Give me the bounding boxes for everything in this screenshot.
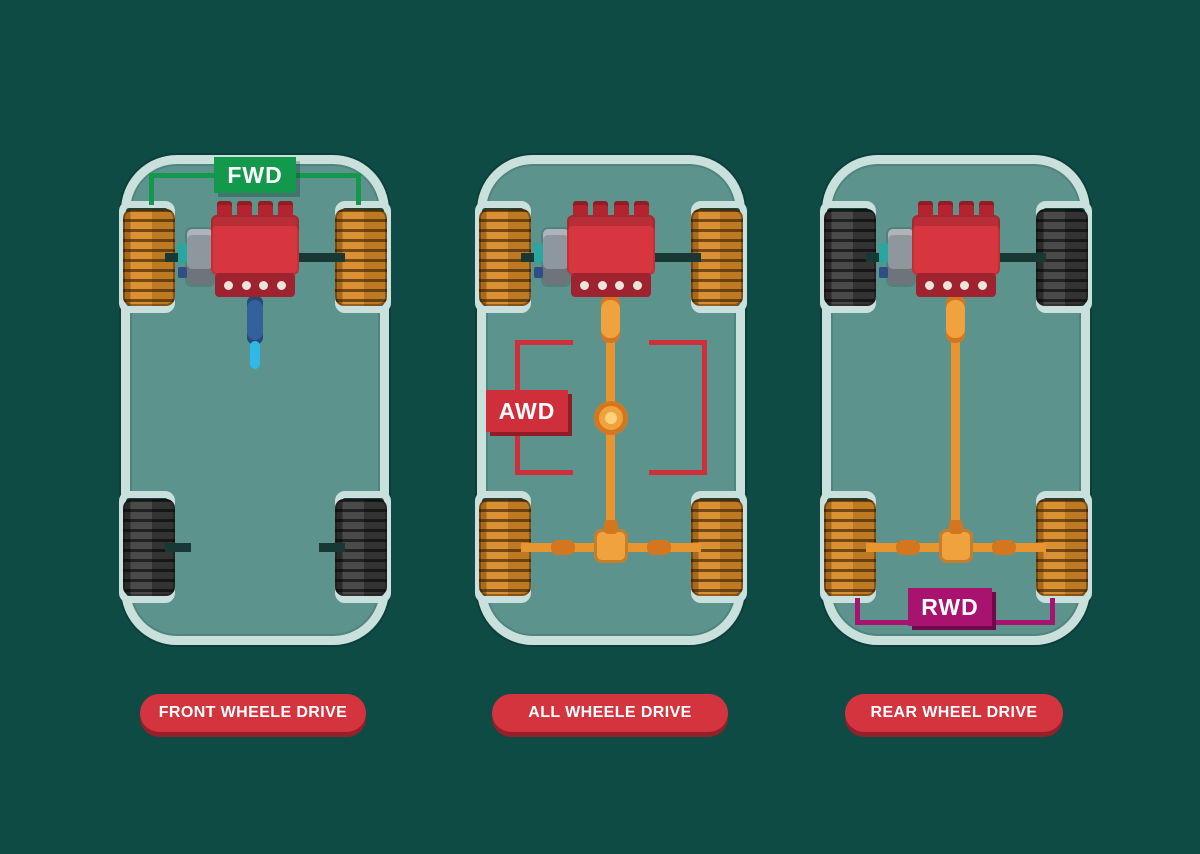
rear-axle-joint-right xyxy=(647,540,671,555)
fwd-bracket-line xyxy=(149,173,214,178)
driveshaft xyxy=(606,337,615,537)
awd-bracket-line xyxy=(702,340,707,475)
engine-manifold xyxy=(567,201,655,219)
caption-front-wheel-drive: FRONT WHEELE DRIVE xyxy=(140,694,366,732)
transmission xyxy=(534,229,569,285)
awd-badge: AWD xyxy=(486,390,568,432)
driveshaft-stub xyxy=(247,295,263,345)
rwd-bracket-line xyxy=(992,620,1055,625)
caption-all-wheel-drive: ALL WHEELE DRIVE xyxy=(492,694,728,732)
rear-differential xyxy=(939,520,973,563)
engine-block xyxy=(567,215,655,275)
engine-manifold xyxy=(211,201,299,219)
engine-base xyxy=(215,273,295,297)
engine-manifold xyxy=(912,201,1000,219)
car-all-wheel-drive: AWD xyxy=(475,155,747,645)
fwd-bracket-line xyxy=(356,173,361,205)
rear-axle-joint-left xyxy=(551,540,575,555)
rear-axle-stub-left xyxy=(165,543,191,552)
rear-axle-joint-right xyxy=(992,540,1016,555)
engine xyxy=(211,201,299,297)
rear-axle-joint-left xyxy=(896,540,920,555)
transmission xyxy=(178,229,213,285)
engine xyxy=(912,201,1000,297)
rear-differential xyxy=(594,520,628,563)
awd-bracket-line xyxy=(649,470,707,475)
driveshaft-joint xyxy=(601,295,620,343)
transmission xyxy=(879,229,914,285)
rwd-bracket-line xyxy=(855,598,860,625)
awd-bracket-line xyxy=(649,340,707,345)
driveshaft-stub-tip xyxy=(250,341,260,369)
driveshaft-joint xyxy=(946,295,965,343)
awd-bracket-line xyxy=(515,340,573,345)
center-differential xyxy=(594,401,628,435)
fwd-bracket-line xyxy=(149,173,154,205)
rwd-badge: RWD xyxy=(908,588,992,626)
fwd-bracket-line xyxy=(296,173,361,178)
engine-base xyxy=(916,273,996,297)
engine-block xyxy=(912,215,1000,275)
fwd-badge: FWD xyxy=(214,157,296,193)
engine xyxy=(567,201,655,297)
car-rear-wheel-drive: RWD xyxy=(820,155,1092,645)
awd-bracket-line xyxy=(515,470,573,475)
caption-rear-wheel-drive: REAR WHEEL DRIVE xyxy=(845,694,1063,732)
engine-block xyxy=(211,215,299,275)
rwd-bracket-line xyxy=(855,620,908,625)
rear-axle-stub-right xyxy=(319,543,345,552)
car-front-wheel-drive: FWD xyxy=(119,155,391,645)
driveshaft xyxy=(951,337,960,537)
engine-base xyxy=(571,273,651,297)
rwd-bracket-line xyxy=(1050,598,1055,625)
